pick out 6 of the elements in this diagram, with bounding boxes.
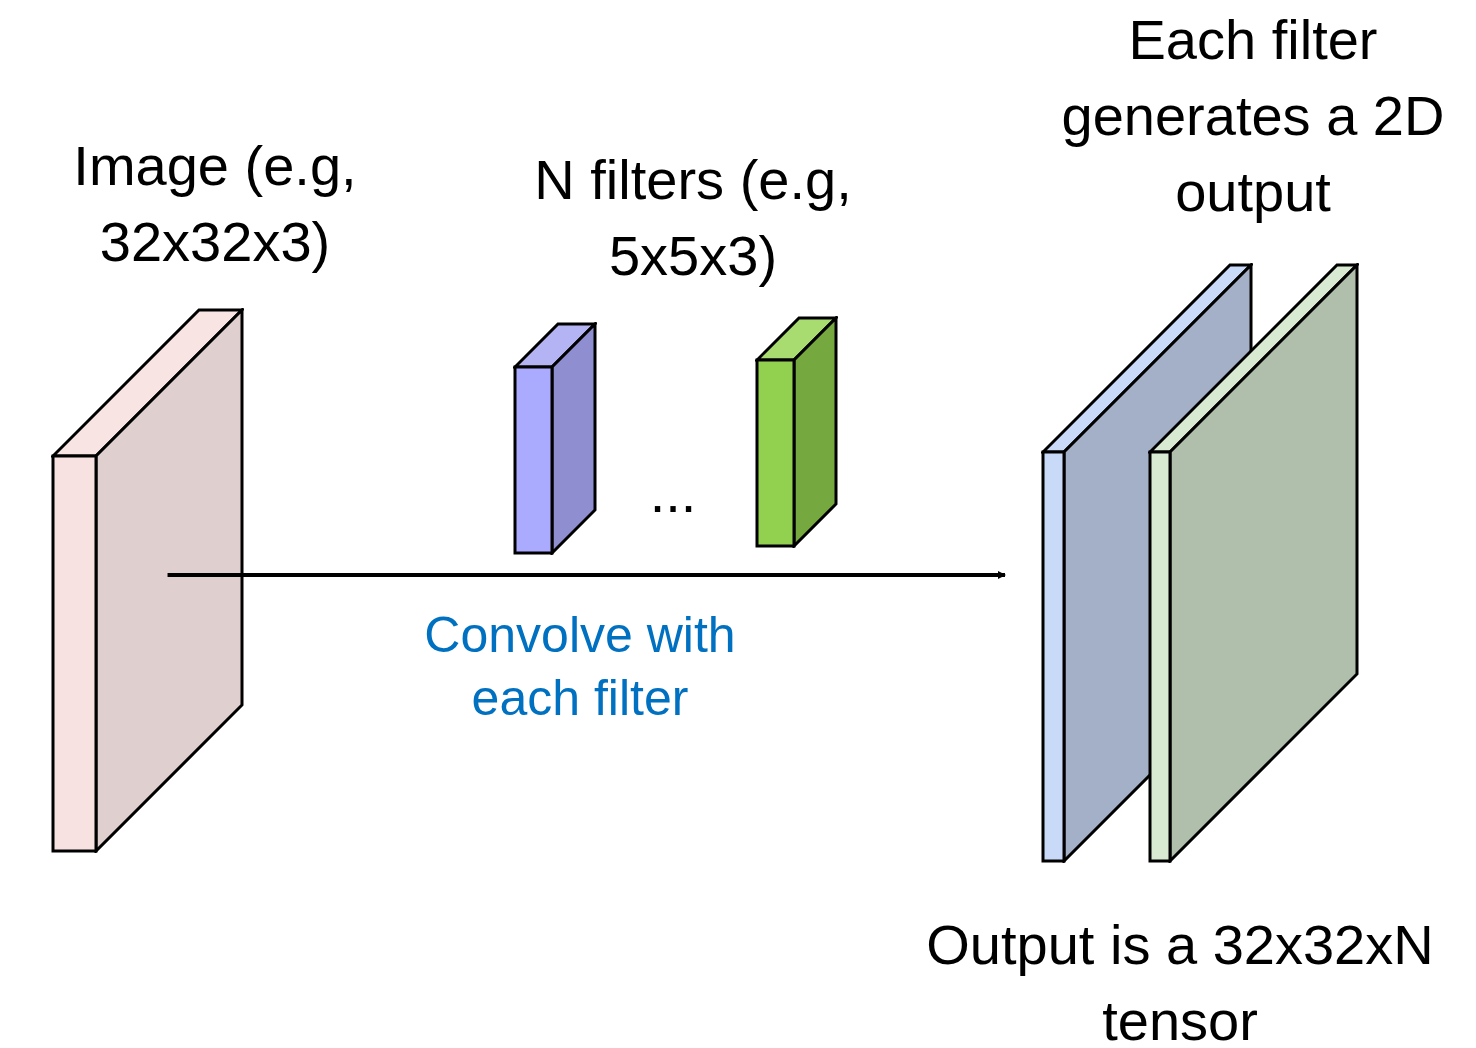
ellipsis: ... <box>648 460 698 526</box>
arrow <box>167 571 1006 579</box>
tensor-caption: Output is a 32x32xN tensor <box>925 912 1435 1048</box>
filter-caption: N filters (e.g, 5x5x3) <box>533 147 853 289</box>
output-caption: Each filter generates a 2D output <box>1060 7 1446 225</box>
image-heading: Image (e.g, 32x32x3) <box>72 133 358 275</box>
